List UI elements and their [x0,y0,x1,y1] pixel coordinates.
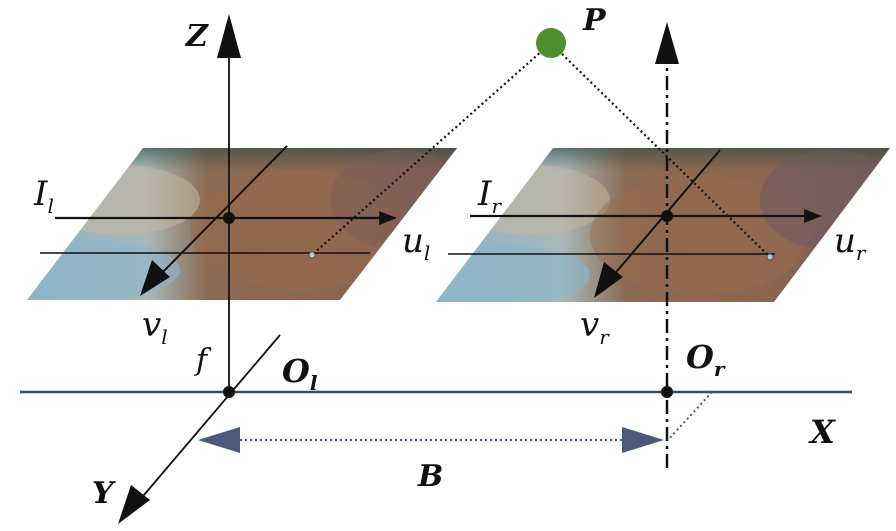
left-projection-ray [311,49,544,256]
left-principal-point [223,212,235,224]
point-p-marker [536,28,566,58]
left-u-label: ul [402,221,430,265]
right-optical-axis [655,22,679,468]
right-image-label: Ir [477,174,502,218]
left-origin-label: Ol [282,352,318,395]
point-p-label: P [582,3,607,38]
focal-length-label: f [194,343,212,378]
left-origin-point [223,386,235,398]
baseline-arrow [198,427,664,453]
right-principal-point [661,210,673,222]
left-image-plane [27,148,457,300]
baseline-label: B [417,459,443,494]
y-axis [118,334,281,524]
right-projected-point [766,253,774,261]
left-projected-point [308,251,316,259]
z-axis-label: Z [185,19,209,54]
left-v-axis [140,145,288,296]
left-image-label: Il [33,174,54,218]
left-v-label: vl [142,305,168,349]
right-u-label: ur [834,221,867,265]
right-projection-ray [561,53,771,258]
right-origin-label: Or [686,338,726,381]
right-y-stub [667,391,713,441]
right-image-plane [436,148,890,302]
right-v-label: vr [580,305,610,349]
right-origin-point [661,386,673,398]
y-axis-label: Y [92,476,116,511]
x-axis-label: X [808,413,836,451]
